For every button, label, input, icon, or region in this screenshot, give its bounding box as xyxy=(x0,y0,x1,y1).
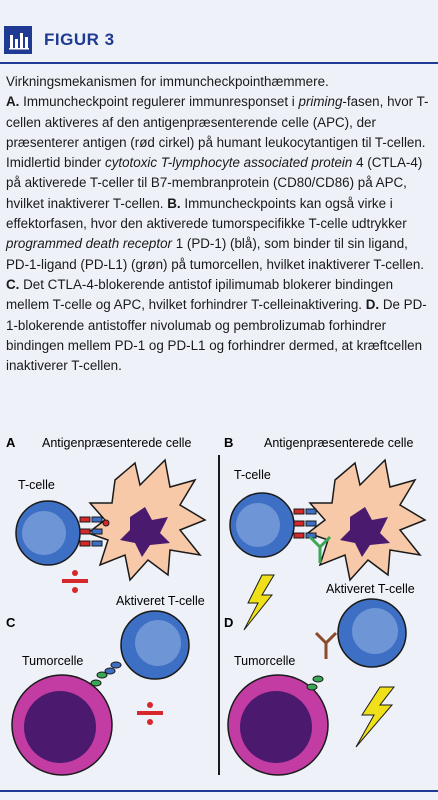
caption-b-text-1: Immuncheckpoints kan også virke i effekt… xyxy=(6,195,407,232)
panel-a-tcell-label: T-celle xyxy=(18,478,55,492)
caption-a-letter: A. xyxy=(6,94,20,110)
bar-chart-icon xyxy=(4,26,32,54)
panel-d-tcell-label: Aktiveret T-celle xyxy=(326,582,415,596)
panel-b-lightning-icon xyxy=(243,574,275,631)
panel-d: D Aktiveret T-celle Tumorcelle xyxy=(224,582,415,776)
caption-a-text-3: 4 (CTLA-4) på aktiverede T-celler til B7… xyxy=(6,155,423,211)
figure-caption: Virkningsmekanismen for immuncheckpointh… xyxy=(6,72,434,376)
panel-c-letter: C xyxy=(6,615,16,630)
panel-d-tumor-label: Tumorcelle xyxy=(234,654,295,668)
panel-c-block-symbol xyxy=(137,702,163,725)
panel-c-tcell-label: Aktiveret T-celle xyxy=(116,594,205,608)
panel-b-receptors xyxy=(293,508,317,539)
caption-c-letter: C. xyxy=(6,276,20,292)
panel-a: A Antigenpræsenterede celle T-celle xyxy=(6,435,207,593)
bottom-rule xyxy=(0,790,438,792)
panel-a-block-symbol xyxy=(62,570,88,593)
panel-b: B Antigenpræsenterede celle T-celle xyxy=(224,435,427,631)
caption-d-letter: D. xyxy=(362,297,380,313)
panel-d-tcell-nucleus xyxy=(352,608,398,654)
panel-a-tcell-nucleus xyxy=(22,511,66,555)
caption-title: Virkningsmekanismen for immuncheckpointh… xyxy=(6,74,329,89)
panel-b-tcell-nucleus xyxy=(236,503,280,547)
caption-d-text-1: De PD-1-blokerende antistoffer nivolumab… xyxy=(6,297,427,374)
panel-d-tumor-nucleus xyxy=(240,691,312,763)
caption-c-text-1: Det CTLA-4-blokerende antistof ipilimuma… xyxy=(6,276,394,313)
caption-a-italic-1: priming xyxy=(298,94,343,110)
panel-b-apc-nucleus xyxy=(340,507,390,557)
panel-a-apc-nucleus xyxy=(120,507,170,557)
panel-d-letter: D xyxy=(224,615,233,630)
figure-label: FIGUR 3 xyxy=(44,30,115,49)
panel-c: C Aktiveret T-celle Tumorcelle xyxy=(6,594,205,776)
caption-b-letter: B. xyxy=(163,195,181,211)
caption-b-italic-1: programmed death receptor xyxy=(6,236,172,252)
figure-header: FIGUR 3 xyxy=(0,0,438,64)
panel-c-tumor-nucleus xyxy=(24,691,96,763)
panel-a-apc-label: Antigenpræsenterede celle xyxy=(42,436,191,450)
panel-b-antibody xyxy=(308,535,332,563)
caption-a-italic-2: cytotoxic T-lymphocyte associated protei… xyxy=(105,155,353,171)
panel-d-ligands xyxy=(306,675,324,691)
panel-b-letter: B xyxy=(224,435,233,450)
panel-d-lightning-icon xyxy=(355,686,396,748)
panel-c-ligands xyxy=(90,661,122,687)
figure-illustration: A Antigenpræsenterede celle T-celle xyxy=(0,425,438,785)
panel-b-apc-label: Antigenpræsenterede celle xyxy=(264,436,413,450)
caption-b-text-2: 1 (PD-1) (blå), som binder til sin ligan… xyxy=(6,236,424,272)
panel-b-tcell-label: T-celle xyxy=(234,468,271,482)
panel-c-tcell-nucleus xyxy=(135,620,181,666)
caption-a-text-2: -fasen, hvor T-cellen aktiveres af den a… xyxy=(6,94,429,171)
panel-a-receptors xyxy=(79,516,110,547)
panel-a-letter: A xyxy=(6,435,16,450)
panel-c-tumor-label: Tumorcelle xyxy=(22,654,83,668)
caption-a-text-1: Immuncheckpoint regulerer immunresponset… xyxy=(19,94,299,110)
panel-d-antibody xyxy=(314,631,338,659)
